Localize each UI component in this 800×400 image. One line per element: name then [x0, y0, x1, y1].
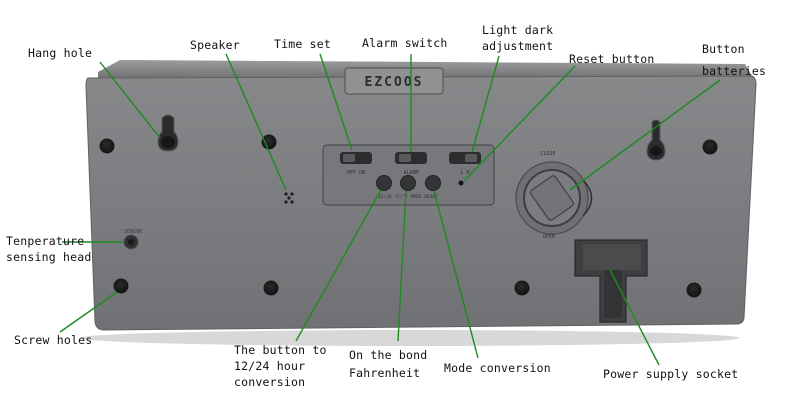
leader-lines	[59, 53, 721, 366]
svg-text:SENSOR: SENSOR	[124, 229, 143, 235]
reset-pinhole	[458, 180, 464, 186]
label-temperature-sensing-head: Tenperature sensing head	[6, 234, 92, 264]
battery-compartment: CLOSE OPEN	[515, 151, 593, 240]
label-12-24-conversion: The button to 12/24 hour conversion	[234, 343, 327, 389]
svg-text:L H: L H	[460, 170, 469, 176]
device-shadow	[80, 330, 740, 346]
svg-text:CLOSE: CLOSE	[540, 151, 555, 157]
leader-mode	[433, 190, 479, 359]
label-speaker: Speaker	[190, 38, 240, 52]
alarm-switch: ALARM	[395, 152, 427, 176]
time-set-switch: OFF ON	[340, 152, 372, 176]
speaker-grille	[284, 192, 294, 204]
label-time-set: Time set	[274, 37, 331, 51]
label-alarm-switch: Alarm switch	[362, 36, 448, 50]
button-mode	[425, 175, 441, 191]
leader-hang-hole	[99, 61, 161, 139]
leader-12-24	[295, 189, 382, 342]
screw-hole	[113, 278, 129, 294]
label-button-batteries: Button batteries	[702, 42, 767, 78]
logo-text: EZCOOS	[365, 75, 424, 90]
logo-plate: EZCOOS	[344, 67, 444, 95]
label-light-dark-adjustment: Light dark adjustment	[482, 23, 554, 53]
leader-fahrenheit	[397, 190, 407, 342]
label-power-supply-socket: Power supply socket	[603, 367, 739, 381]
label-screw-holes: Screw holes	[14, 333, 93, 347]
label-hang-hole: Hang hole	[28, 46, 93, 60]
screw-hole	[686, 282, 702, 298]
hang-hole-right	[646, 119, 666, 161]
label-on-the-bond-fahrenheit: On the bond Fahrenheit	[349, 348, 428, 380]
screw-hole	[702, 139, 718, 155]
leader-speaker	[225, 53, 287, 191]
screw-hole	[263, 280, 279, 296]
screw-hole	[261, 134, 277, 150]
svg-text:OPEN: OPEN	[543, 234, 555, 240]
screw-hole	[99, 138, 115, 154]
button-12-24	[376, 175, 392, 191]
button-fahrenheit	[400, 175, 416, 191]
hang-hole-left	[157, 114, 179, 152]
label-mode-conversion: Mode conversion	[444, 361, 551, 375]
leader-power-supply	[609, 269, 660, 366]
light-dark-switch: L H	[449, 152, 481, 176]
leader-time-set	[319, 53, 353, 151]
svg-text:12/24 °C/°F MODE RESET: 12/24 °C/°F MODE RESET	[378, 194, 438, 200]
leader-reset-button	[463, 65, 576, 182]
svg-text:OFF ON: OFF ON	[347, 170, 365, 176]
screw-hole	[514, 280, 530, 296]
leader-button-batteries	[569, 79, 721, 191]
control-panel: OFF ON ALARM L H 12/24 °C/°F MODE RESET	[322, 144, 495, 206]
leader-screw-holes	[59, 291, 118, 333]
power-supply-socket	[574, 239, 648, 323]
temperature-sensor: SENSOR	[123, 229, 143, 250]
label-reset-button: Reset button	[569, 52, 655, 66]
leader-light-dark	[471, 55, 500, 153]
svg-text:ALARM: ALARM	[403, 170, 418, 176]
